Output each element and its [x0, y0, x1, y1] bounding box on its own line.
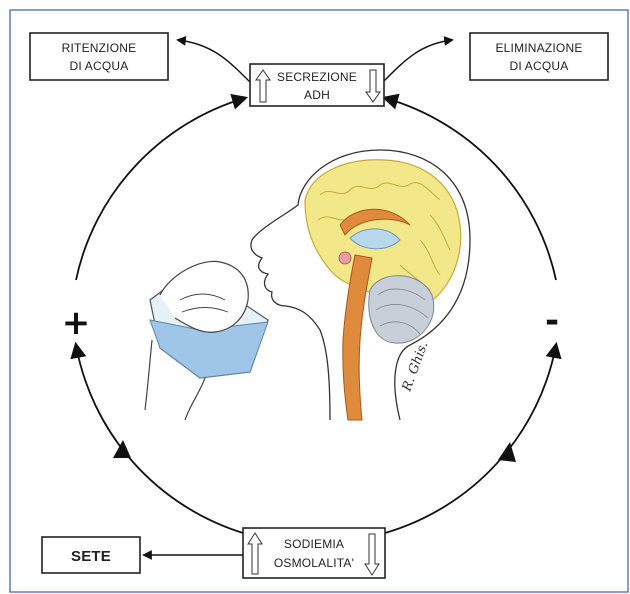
drinking-person-illustration: R. Ghis. — [145, 150, 470, 420]
sete-box: SETE — [42, 537, 140, 573]
secrezione-line-1: SECREZIONE — [277, 70, 357, 84]
curl-arrow-to-ritenzione — [178, 40, 250, 82]
pituitary — [339, 252, 351, 264]
secrezione-line-2: ADH — [304, 88, 330, 102]
sodiemia-box: SODIEMIA OSMOLALITA' — [243, 528, 385, 578]
plus-sign: + — [62, 303, 91, 343]
sodiemia-line-2: OSMOLALITA' — [274, 556, 354, 570]
ritenzione-line-1: RITENZIONE — [62, 41, 137, 55]
eliminazione-line-2: DI ACQUA — [510, 59, 569, 73]
arc-left-top — [76, 98, 245, 280]
arrow-up-right — [498, 442, 516, 462]
cerebellum — [369, 276, 434, 344]
sodiemia-line-1: SODIEMIA — [284, 537, 344, 551]
minus-sign: - — [545, 301, 559, 341]
secrezione-box: SECREZIONE ADH — [250, 64, 384, 106]
mid-arc-arrows — [113, 440, 516, 462]
ritenzione-box: RITENZIONE DI ACQUA — [30, 33, 168, 80]
ritenzione-line-2: DI ACQUA — [70, 59, 129, 73]
arrow-up-left — [113, 440, 131, 458]
eliminazione-line-1: ELIMINAZIONE — [495, 41, 582, 55]
artist-signature: R. Ghis. — [399, 340, 431, 395]
eliminazione-box: ELIMINAZIONE DI ACQUA — [470, 33, 608, 80]
curl-arrow-to-eliminazione — [383, 40, 452, 82]
feedback-circle — [76, 98, 556, 533]
sete-label: SETE — [71, 548, 111, 565]
